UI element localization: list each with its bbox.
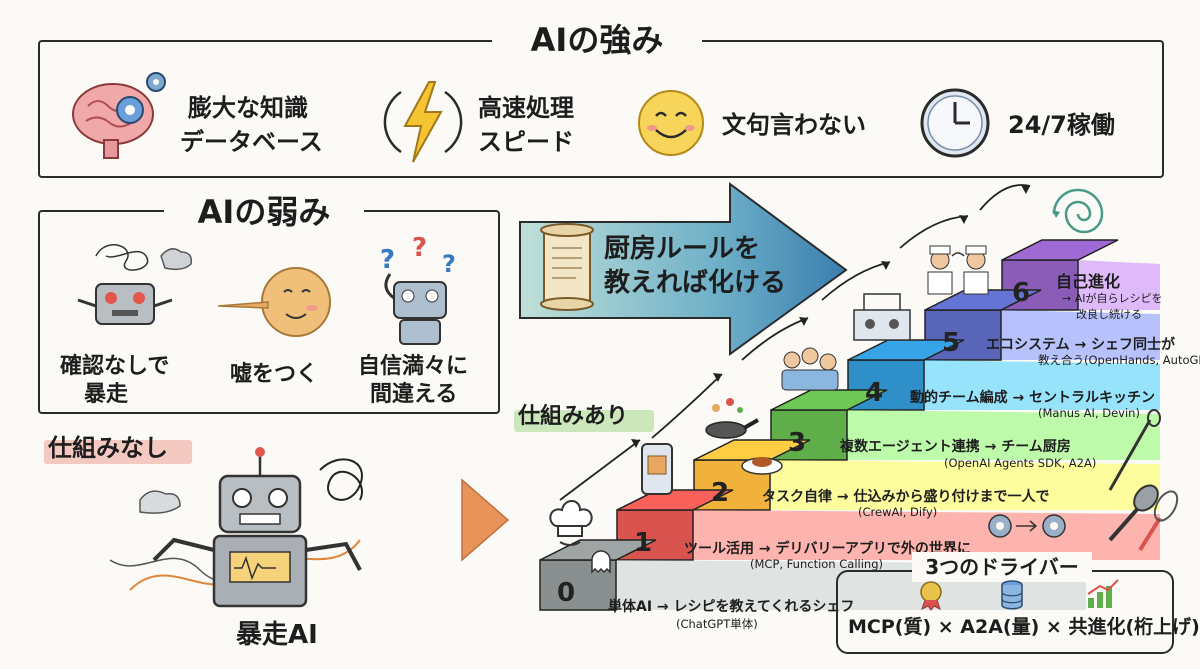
weakness-3-line1: 自信満々に — [358, 354, 469, 379]
with-system-label: 仕組みあり — [518, 404, 629, 429]
strength-3-line1: 文句言わない — [722, 111, 866, 139]
kitchen-tools-icon — [1108, 409, 1179, 552]
chefs-team-icon — [781, 347, 839, 391]
ghost-icon — [591, 550, 611, 574]
svg-text:?: ? — [380, 245, 395, 275]
scroll-icon — [540, 223, 594, 311]
database-icon — [1001, 580, 1023, 610]
progress-arrow-5 — [979, 184, 1031, 211]
step-0-number: 0 — [556, 578, 576, 608]
step-4-title: 動的チーム編成 → セントラルキッチン — [910, 390, 1156, 406]
kitchen-icon — [853, 293, 911, 341]
spiral-cycle-icon — [1052, 188, 1104, 234]
arrow-text-line2: 教えれば化ける — [604, 268, 787, 298]
strength-4-line1: 24/7稼働 — [1008, 111, 1115, 139]
strength-2-line2: スピード — [478, 128, 574, 156]
clock-icon — [920, 88, 990, 158]
progress-arrowhead-5 — [1021, 185, 1030, 194]
weakness-3-line2: 間違える — [370, 382, 458, 407]
strength-1-line2: データベース — [180, 128, 323, 156]
medal-icon — [920, 581, 942, 611]
progress-arrowhead-4 — [959, 215, 968, 224]
step-5-sub: 教え合う(OpenHands, AutoGPT) — [1038, 353, 1200, 367]
with-system-highlight — [514, 410, 654, 432]
no-system-highlight — [44, 440, 192, 464]
step-6-sub: → AIが自らレシピを — [1062, 292, 1163, 305]
confused-robot-icon: ? ? ? — [380, 233, 456, 345]
step-1-title: ツール活用 → デリバリーアプリで外の世界に — [684, 541, 971, 557]
pan-icon — [705, 398, 759, 439]
brain-gear-icon — [72, 72, 166, 159]
step-6-title: 自己進化 — [1056, 272, 1121, 291]
plate-icon — [741, 457, 783, 475]
progress-arrowhead-3 — [881, 261, 890, 270]
step-5-block — [924, 289, 1160, 361]
step-6-number: 6 — [1011, 278, 1031, 308]
step-1-sub: (MCP, Function Calling) — [750, 557, 883, 571]
tangled-robot-icon — [77, 244, 193, 325]
step-0-title: 単体AI → レシピを教えてくれるシェフ — [608, 599, 855, 615]
smiley-icon — [638, 90, 704, 156]
step-6-sub2: 改良し続ける — [1076, 308, 1142, 321]
drivers-formula: MCP(質) × A2A(量) × 共進化(桁上げ) — [848, 616, 1200, 638]
weakness-1-line2: 暴走 — [84, 382, 129, 407]
arrow-text-line1: 厨房ルールを — [604, 234, 761, 264]
step-3-title: 複数エージェント連携 → チーム厨房 — [840, 439, 1071, 455]
step-1-number: 1 — [633, 528, 653, 558]
step-0-sub: (ChatGPT単体) — [676, 617, 758, 631]
step-3-sub: (OpenAI Agents SDK, A2A) — [944, 456, 1097, 470]
progress-arrowhead-0 — [631, 439, 640, 448]
step-3-number: 3 — [787, 428, 807, 458]
svg-text:?: ? — [412, 233, 427, 263]
no-system-label: 仕組みなし — [48, 434, 168, 462]
step-5-title: エコシステム → シェフ同士が — [986, 337, 1176, 353]
strength-2-line1: 高速処理 — [478, 94, 574, 122]
weakness-1-line1: 確認なしで — [60, 354, 170, 379]
strengths-title: AIの強み — [492, 18, 702, 62]
strength-1-line1: 膨大な知識 — [188, 94, 308, 122]
svg-text:?: ? — [442, 250, 456, 278]
step-4-sub: (Manus AI, Devin) — [1038, 406, 1140, 420]
lightning-icon — [383, 81, 463, 163]
progress-arrow-0 — [559, 439, 641, 501]
orange-arrow-icon — [461, 478, 510, 562]
weakness-2-line1: 嘘をつく — [230, 362, 319, 387]
runaway-ai-label: 暴走AI — [236, 620, 318, 650]
big-arrow-icon — [519, 182, 848, 356]
progress-arrowhead-1 — [713, 373, 722, 382]
growth-chart-icon — [1087, 579, 1119, 608]
runaway-robot-icon — [109, 447, 363, 608]
step-2-title: タスク自律 → 仕込みから盛り付けまで一人で — [762, 489, 1050, 505]
progress-arrowhead-2 — [799, 317, 808, 326]
chef-hat-icon — [549, 500, 593, 546]
step-5-number: 5 — [941, 328, 961, 358]
smartphone-icon — [641, 443, 673, 495]
step-2-number: 2 — [710, 478, 730, 508]
weaknesses-title: AIの弱み — [164, 190, 364, 234]
step-2-sub: (CrewAI, Dify) — [858, 505, 938, 519]
long-nose-face-icon — [217, 267, 331, 337]
chefs-discussing-icon — [927, 245, 989, 295]
drivers-title: 3つのドライバー — [912, 552, 1092, 582]
step-4-number: 4 — [864, 378, 884, 408]
progress-arrow-1 — [651, 373, 723, 439]
gears-icon — [988, 514, 1066, 538]
